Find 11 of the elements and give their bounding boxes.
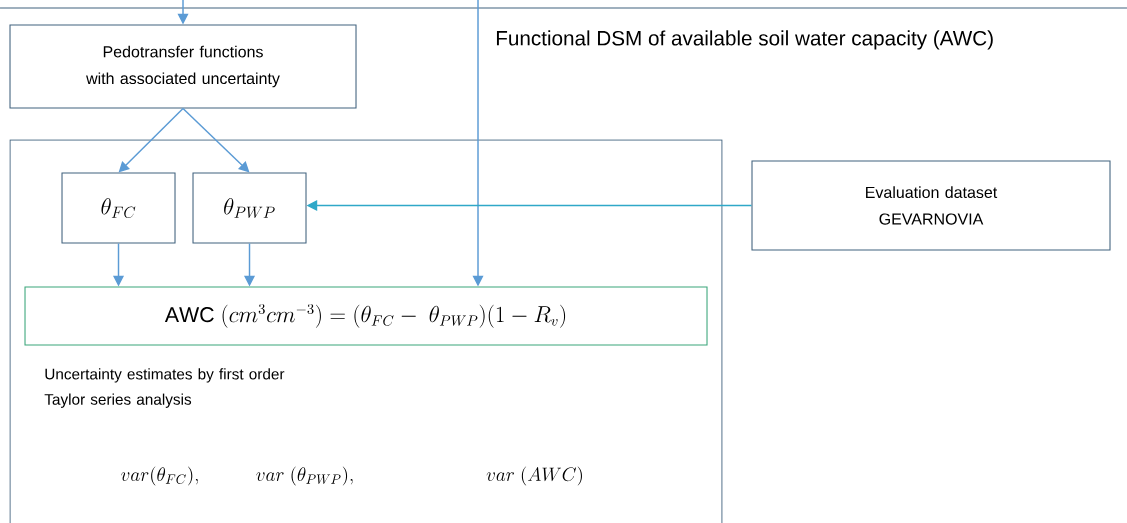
variance-formula: $var(\theta_{FC}),$ — [121, 466, 198, 486]
formula-box: $\theta_{FC}$ — [61, 172, 176, 244]
arrow — [182, 107, 250, 173]
variance-formula: $var\ (\theta_{PWP}),$ — [256, 466, 353, 486]
process-box: Evaluation dataset GEVARNOVIA — [751, 160, 1111, 251]
formula-box: $\theta_{PWP}$ — [192, 172, 307, 244]
title: Functional DSM of available soil water capacity (AWC) — [496, 30, 993, 50]
arrow — [118, 107, 184, 173]
process-box: Pedotransfer functions with associated uncertainty — [9, 24, 357, 109]
variance-formula: $var\ (AWC)$ — [486, 466, 582, 486]
formula-box: $\mathrm{AWC}\ (cm^{3}cm^{-3}) = (\theta_{FC}-\ \theta_{PWP})(1-R_{v})$ — [24, 286, 708, 346]
